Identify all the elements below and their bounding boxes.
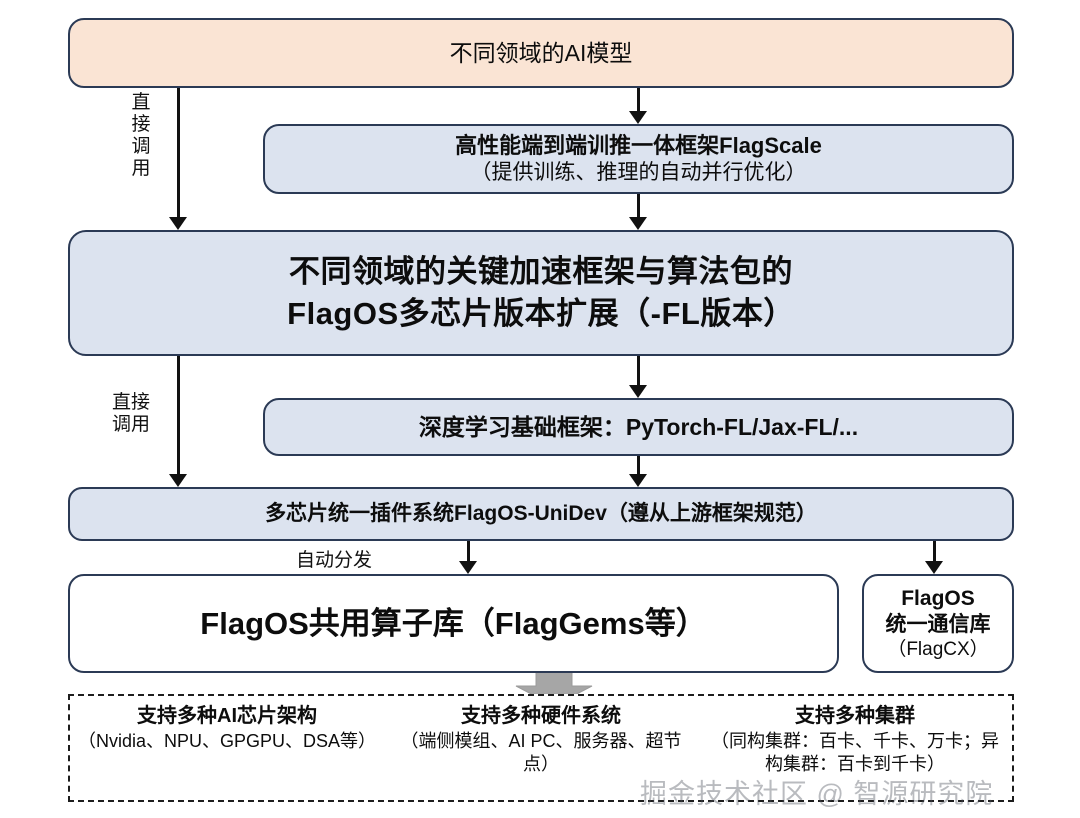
connector-arrow-left-bottom bbox=[169, 474, 187, 487]
support-column-clusters-title: 支持多种集群 bbox=[795, 705, 915, 727]
box-ai-models[interactable]: 不同领域的AI模型 bbox=[68, 18, 1014, 88]
connector-line-center-3 bbox=[637, 356, 640, 385]
label-direct-call-char-3: 用 bbox=[131, 158, 151, 180]
support-column-chip-arch-desc: （Nvidia、NPU、GPGPU、DSA等） bbox=[77, 731, 377, 751]
connector-line-center-5 bbox=[467, 541, 470, 561]
box-dl-frameworks-label: 深度学习基础框架：PyTorch-FL/Jax-FL/... bbox=[418, 413, 859, 440]
box-flagscale[interactable]: 高性能端到端训推一体框架FlagScale （提供训练、推理的自动并行优化） bbox=[263, 124, 1014, 194]
label-direct-call-vertical: 直 接 调 用 bbox=[128, 92, 154, 180]
box-flaggems[interactable]: FlagOS共用算子库（FlagGems等） bbox=[68, 574, 839, 673]
support-column-clusters: 支持多种集群 （同构集群：百卡、千卡、万卡；异构集群：百卡到千卡） bbox=[698, 696, 1012, 800]
connector-line-center-4 bbox=[637, 456, 640, 474]
support-column-hardware-systems: 支持多种硬件系统 （端侧模组、AI PC、服务器、超节点） bbox=[384, 696, 698, 800]
label-direct-call-char-2: 调 bbox=[131, 136, 151, 158]
label-auto-dispatch: 自动分发 bbox=[295, 550, 372, 571]
connector-arrow-left-top bbox=[169, 217, 187, 230]
box-dl-frameworks[interactable]: 深度学习基础框架：PyTorch-FL/Jax-FL/... bbox=[263, 398, 1014, 456]
box-flagcx-line2: 统一通信库 bbox=[885, 612, 991, 636]
connector-arrow-center-1 bbox=[629, 111, 647, 124]
support-column-hardware-systems-desc: （端侧模组、AI PC、服务器、超节点） bbox=[400, 731, 682, 775]
box-unidev[interactable]: 多芯片统一插件系统FlagOS-UniDev（遵从上游框架规范） bbox=[68, 487, 1014, 541]
label-direct-call-stacked-line2: 调用 bbox=[111, 414, 150, 436]
connector-line-center-1 bbox=[637, 88, 640, 111]
box-accel-frameworks-line2: FlagOS多芯片版本扩展（-FL版本） bbox=[287, 296, 795, 331]
connector-arrow-center-4 bbox=[629, 474, 647, 487]
box-flaggems-label: FlagOS共用算子库（FlagGems等） bbox=[200, 605, 707, 641]
box-unidev-label: 多芯片统一插件系统FlagOS-UniDev（遵从上游框架规范） bbox=[265, 502, 817, 526]
connector-arrow-center-5 bbox=[459, 561, 477, 574]
label-direct-call-char-1: 接 bbox=[131, 114, 151, 136]
box-flagcx[interactable]: FlagOS 统一通信库 （FlagCX） bbox=[862, 574, 1014, 673]
support-column-hardware-systems-title: 支持多种硬件系统 bbox=[461, 705, 621, 727]
connector-arrow-center-2 bbox=[629, 217, 647, 230]
box-flagscale-subtitle: （提供训练、推理的自动并行优化） bbox=[470, 160, 807, 184]
box-flagcx-line1: FlagOS bbox=[901, 587, 975, 611]
support-column-clusters-desc: （同构集群：百卡、千卡、万卡；异构集群：百卡到千卡） bbox=[711, 731, 999, 775]
support-column-chip-arch-title: 支持多种AI芯片架构 bbox=[137, 705, 317, 727]
box-ai-models-label: 不同领域的AI模型 bbox=[449, 39, 633, 66]
connector-line-center-2 bbox=[637, 194, 640, 217]
box-flagcx-line3: （FlagCX） bbox=[887, 638, 989, 660]
support-column-chip-arch: 支持多种AI芯片架构 （Nvidia、NPU、GPGPU、DSA等） bbox=[70, 696, 384, 800]
box-flagscale-title: 高性能端到端训推一体框架FlagScale bbox=[455, 132, 822, 158]
connector-line-left-bottom bbox=[177, 356, 180, 474]
connector-arrow-center-3 bbox=[629, 385, 647, 398]
box-accel-frameworks[interactable]: 不同领域的关键加速框架与算法包的 FlagOS多芯片版本扩展（-FL版本） bbox=[68, 230, 1014, 356]
label-direct-call-stacked: 直接 调用 bbox=[100, 392, 162, 436]
label-direct-call-stacked-line1: 直接 bbox=[111, 392, 150, 413]
support-capabilities-container: 支持多种AI芯片架构 （Nvidia、NPU、GPGPU、DSA等） 支持多种硬… bbox=[68, 694, 1014, 802]
connector-arrow-right bbox=[925, 561, 943, 574]
label-direct-call-char-0: 直 bbox=[131, 92, 151, 113]
box-accel-frameworks-line1: 不同领域的关键加速框架与算法包的 bbox=[289, 254, 793, 290]
connector-line-left-top bbox=[177, 88, 180, 217]
connector-line-right bbox=[933, 541, 936, 561]
